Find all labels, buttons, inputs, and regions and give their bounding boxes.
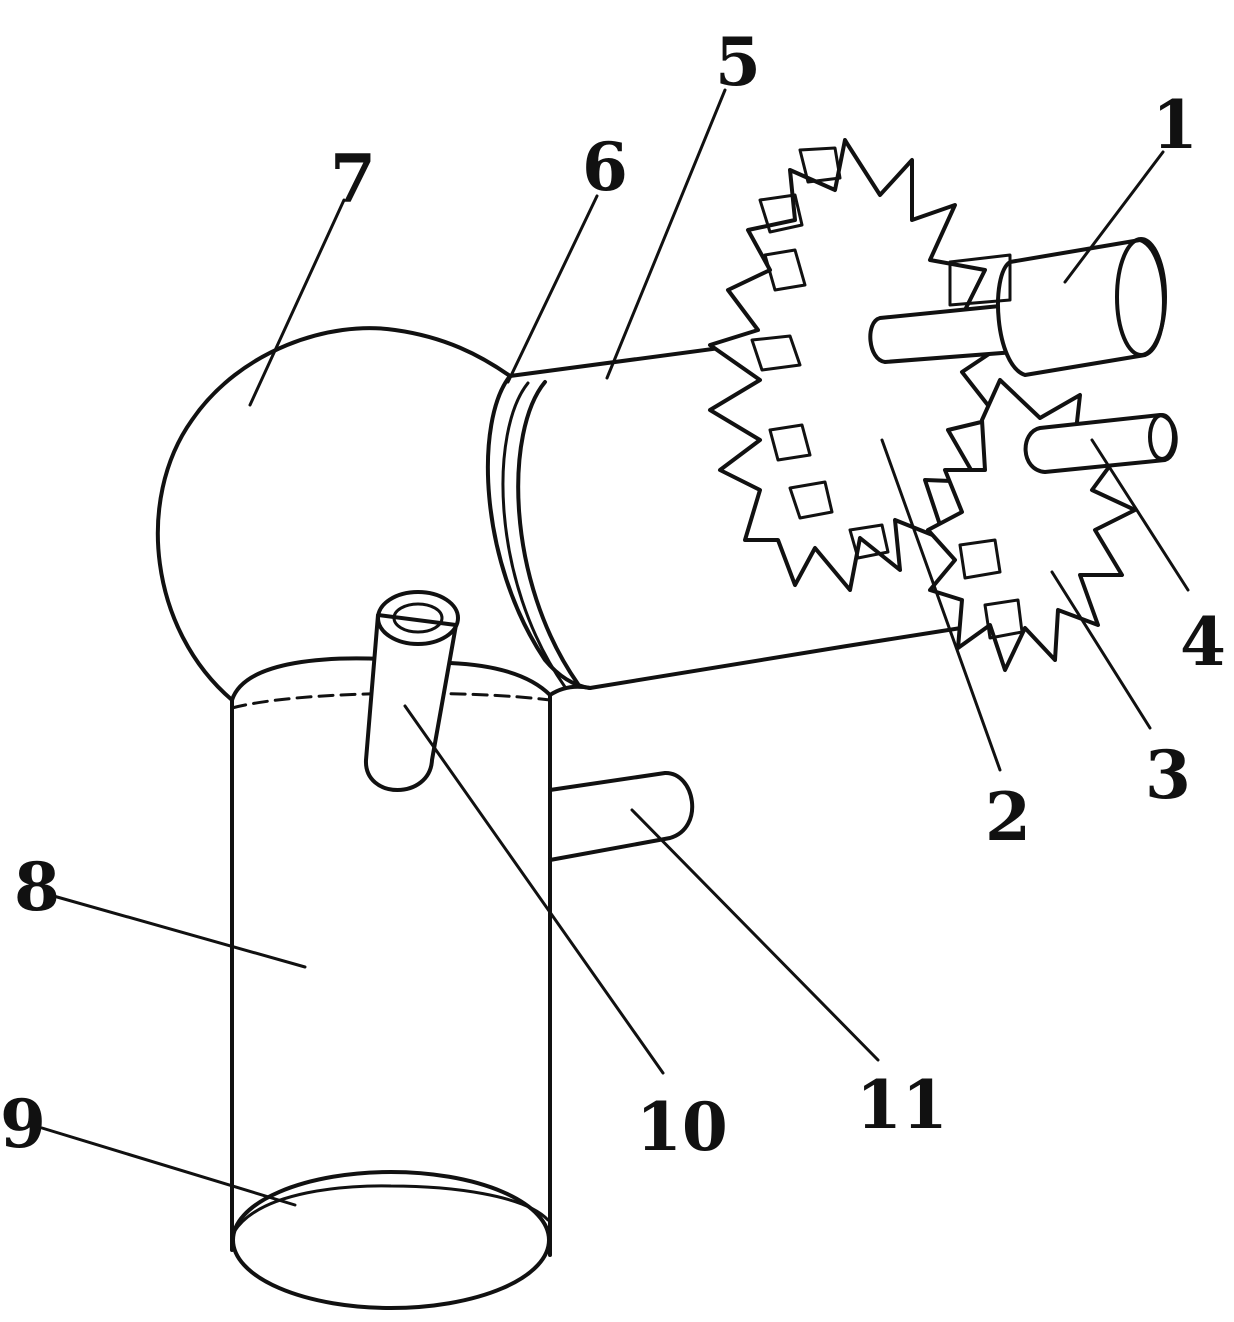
bottom-opening	[231, 1170, 551, 1310]
label-1: 1	[1152, 86, 1198, 164]
sphere-housing	[155, 326, 512, 702]
label-8: 8	[14, 848, 60, 926]
label-9: 9	[0, 1085, 46, 1163]
leader-7	[248, 198, 346, 407]
part-labels: 1 2 3 4 5 6 7 8 9 10 11	[0, 23, 1226, 1166]
large-gear	[708, 138, 1012, 592]
leader-9	[40, 1126, 297, 1207]
leader-5	[605, 88, 727, 380]
leader-lines	[40, 88, 1190, 1207]
leader-10	[403, 704, 665, 1075]
side-pipe	[548, 770, 695, 862]
label-7: 7	[330, 140, 376, 218]
leader-6	[506, 194, 599, 384]
label-3: 3	[1145, 736, 1191, 814]
label-5: 5	[715, 23, 761, 101]
leader-1	[1063, 150, 1165, 284]
label-6: 6	[582, 128, 628, 206]
ring-flange	[501, 380, 580, 689]
small-gear-shaft	[1023, 413, 1178, 474]
motor	[868, 237, 1167, 377]
leader-4	[1090, 438, 1190, 592]
leader-2	[880, 438, 1002, 772]
leader-3	[1050, 570, 1152, 730]
leader-11	[630, 808, 880, 1062]
label-4: 4	[1180, 603, 1226, 681]
label-11: 11	[856, 1066, 948, 1144]
label-10: 10	[636, 1088, 728, 1166]
leader-8	[48, 893, 307, 969]
label-2: 2	[985, 778, 1031, 856]
